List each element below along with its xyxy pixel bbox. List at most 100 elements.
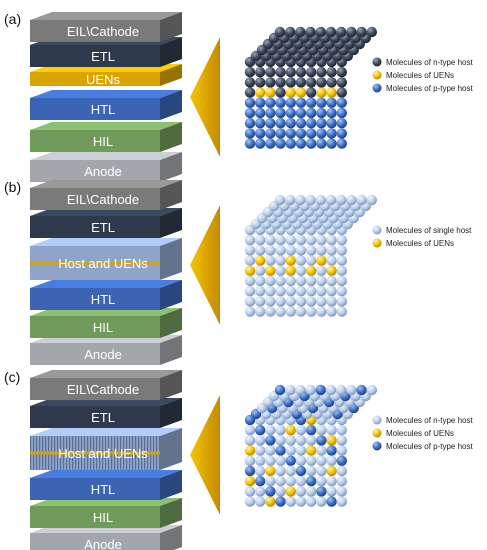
layer-label: HTL	[91, 482, 116, 497]
layer-anode: Anode	[30, 335, 182, 365]
molecule-sphere	[336, 265, 347, 276]
molecule-sphere	[255, 235, 266, 246]
molecule-sphere	[265, 118, 276, 129]
layer-host-and-uens: Host and UENs	[30, 238, 182, 280]
molecule-sphere	[306, 496, 317, 507]
molecule-sphere	[316, 67, 327, 78]
molecule-sphere	[285, 496, 296, 507]
molecule-sphere	[336, 384, 347, 396]
molecule-sphere	[336, 486, 347, 497]
molecule-sphere	[366, 26, 377, 38]
molecule-sphere	[275, 255, 286, 266]
layer-host-and-uens: Host and UENs	[30, 428, 182, 470]
molecule-cube	[244, 194, 377, 317]
molecule-sphere	[326, 67, 337, 78]
legend-swatch	[372, 415, 382, 425]
molecule-sphere	[316, 118, 327, 129]
molecule-sphere	[275, 486, 286, 497]
molecule-sphere	[325, 26, 337, 38]
molecule-sphere	[336, 306, 347, 317]
legend-swatch	[372, 428, 382, 438]
molecule-sphere	[306, 465, 317, 477]
molecule-sphere	[255, 67, 266, 78]
molecule-sphere	[244, 77, 256, 88]
layer-label: ETL	[91, 49, 115, 64]
molecule-sphere	[295, 255, 307, 266]
molecule-sphere	[285, 118, 296, 129]
molecule-sphere	[336, 245, 347, 256]
molecule-sphere	[336, 26, 347, 38]
molecule-sphere	[336, 275, 347, 287]
molecule-sphere	[326, 486, 337, 497]
molecule-sphere	[306, 97, 317, 109]
molecule-sphere	[265, 245, 276, 256]
molecule-sphere	[326, 128, 337, 139]
molecule-sphere	[326, 425, 337, 436]
molecule-sphere	[244, 476, 256, 487]
molecule-sphere	[315, 194, 326, 206]
molecule-sphere	[315, 384, 326, 396]
molecule-sphere	[316, 445, 327, 456]
molecule-sphere	[295, 107, 307, 119]
molecule-sphere	[244, 265, 256, 276]
molecule-sphere	[295, 235, 307, 246]
layer-label: ETL	[91, 410, 115, 425]
molecule-sphere	[295, 496, 307, 507]
molecule-sphere	[285, 87, 296, 98]
molecule-sphere	[255, 118, 266, 129]
molecule-sphere	[316, 97, 327, 109]
layer-label: HIL	[93, 510, 113, 525]
molecule-sphere	[265, 445, 276, 456]
zoom-funnel	[190, 37, 220, 157]
molecule-sphere	[316, 425, 327, 436]
molecule-sphere	[336, 286, 347, 297]
layer-label: UENs	[86, 72, 120, 87]
legend-label: Molecules of n-type host	[386, 58, 473, 67]
molecule-sphere	[305, 384, 316, 396]
molecule-sphere	[285, 26, 296, 38]
molecule-sphere	[306, 435, 317, 446]
layer-label: Host and UENs	[58, 256, 148, 271]
molecule-sphere	[285, 476, 296, 487]
molecule-sphere	[275, 235, 286, 246]
molecule-sphere	[316, 435, 327, 446]
molecule-sphere	[285, 138, 296, 149]
molecule-sphere	[285, 67, 296, 78]
molecule-sphere	[316, 455, 327, 466]
molecule-sphere	[316, 107, 327, 119]
molecule-sphere	[326, 265, 337, 276]
molecule-sphere	[255, 275, 266, 287]
molecule-sphere	[326, 465, 337, 477]
molecule-sphere	[295, 486, 307, 497]
molecule-sphere	[255, 435, 266, 446]
molecule-sphere	[285, 384, 296, 396]
molecule-sphere	[244, 255, 256, 266]
molecule-sphere	[265, 97, 276, 109]
molecule-sphere	[316, 496, 327, 507]
molecule-sphere	[326, 138, 337, 149]
layer-label: HTL	[91, 292, 116, 307]
molecule-sphere	[255, 465, 266, 477]
molecule-sphere	[255, 77, 266, 88]
layer-label: Anode	[84, 537, 122, 550]
molecule-sphere	[295, 265, 307, 276]
molecule-sphere	[255, 455, 266, 466]
molecule-sphere	[336, 67, 347, 78]
legend-item: Molecules of n-type host	[372, 57, 473, 67]
molecule-sphere	[316, 296, 327, 307]
molecule-sphere	[275, 465, 286, 477]
molecule-sphere	[275, 435, 286, 446]
molecule-sphere	[326, 435, 337, 446]
molecule-sphere	[255, 107, 266, 119]
molecule-sphere	[265, 435, 276, 446]
molecule-sphere	[336, 496, 347, 507]
molecule-sphere	[316, 128, 327, 139]
molecule-sphere	[306, 67, 317, 78]
molecule-sphere	[275, 245, 286, 256]
molecule-sphere	[326, 455, 337, 466]
molecule-sphere	[316, 486, 327, 497]
molecule-sphere	[326, 496, 337, 507]
molecule-sphere	[326, 255, 337, 266]
molecule-sphere	[275, 296, 286, 307]
molecule-sphere	[285, 235, 296, 246]
